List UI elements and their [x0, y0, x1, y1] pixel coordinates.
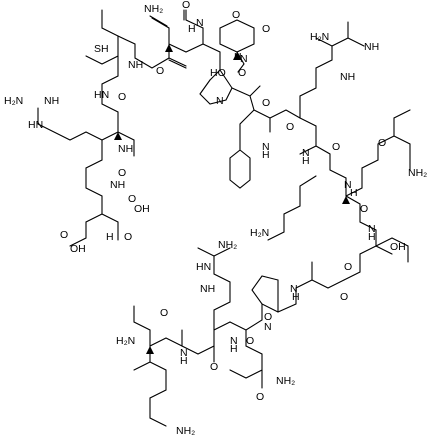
atom-label: O — [246, 335, 254, 347]
wedge-bond — [165, 44, 173, 52]
atom-label: O — [160, 307, 168, 319]
atom-label: NH₂ — [218, 239, 237, 251]
atom-label: O — [118, 91, 126, 103]
atom-label: O — [232, 9, 240, 21]
atom-label: O — [210, 361, 218, 373]
atom-label: O — [182, 0, 190, 11]
atom-label: HN — [28, 119, 43, 131]
atom-label: OH — [134, 203, 150, 215]
atom-label: O — [264, 311, 272, 323]
atom-label: NH₂ — [176, 425, 195, 437]
atom-label: H — [106, 231, 114, 243]
stereo-wedges — [114, 44, 350, 354]
atom-label: H₂N — [250, 227, 269, 239]
wedge-bond — [233, 52, 241, 60]
atom-label: H — [230, 343, 238, 355]
atom-label: NH — [340, 71, 355, 83]
atom-label: N — [216, 95, 224, 107]
atom-label: H — [180, 355, 188, 367]
atom-label: NH₂ — [408, 167, 427, 179]
atom-label: NH — [364, 41, 379, 53]
atom-label: O — [340, 291, 348, 303]
atom-label: O — [128, 193, 136, 205]
atom-label: N — [368, 223, 376, 235]
atom-label: NH₂ — [144, 3, 163, 15]
atom-label: HO — [210, 67, 226, 79]
atom-label: N — [290, 283, 298, 295]
atom-label: N — [240, 53, 248, 65]
atom-label: OH — [390, 241, 406, 253]
atom-label: O — [262, 23, 270, 35]
atom-label: O — [124, 231, 132, 243]
atom-label: H — [350, 187, 358, 199]
atom-label: H — [292, 291, 300, 303]
atom-label: NH — [110, 179, 125, 191]
bond-network — [37, 9, 411, 427]
atom-label: O — [332, 141, 340, 153]
atom-label: H₂N — [116, 335, 135, 347]
atom-label: O — [262, 97, 270, 109]
atom-label: HN — [94, 89, 109, 101]
atom-label: H — [188, 23, 196, 35]
atom-label: OH — [70, 243, 86, 255]
atom-label: H — [302, 155, 310, 167]
atom-label: HN — [196, 261, 211, 273]
atom-labels: NH₂ O N H O O H N SH O NH HO O O HN N O … — [4, 0, 427, 437]
atom-label: O — [286, 121, 294, 133]
atom-label: NH₂ — [276, 375, 295, 387]
atom-label: H₂N — [4, 95, 23, 107]
atom-label: NH — [200, 283, 215, 295]
atom-label: O — [118, 167, 126, 179]
atom-label: N — [230, 335, 238, 347]
atom-label: N — [264, 321, 272, 333]
atom-label: O — [344, 261, 352, 273]
atom-label: N — [196, 17, 204, 29]
atom-label: O — [156, 65, 164, 77]
atom-label: H — [262, 149, 270, 161]
atom-label: N — [344, 179, 352, 191]
atom-label: O — [238, 67, 246, 79]
atom-label: H₂N — [310, 31, 329, 43]
atom-label: O — [60, 229, 68, 241]
atom-label: N — [302, 147, 310, 159]
atom-label: N — [262, 141, 270, 153]
atom-label: NH — [118, 143, 133, 155]
atom-label: NH — [128, 59, 143, 71]
atom-label: O — [256, 391, 264, 403]
wedge-bond — [342, 196, 350, 204]
wedge-bond — [146, 346, 154, 354]
atom-label: N — [180, 347, 188, 359]
atom-label: SH — [94, 43, 109, 55]
atom-label: O — [360, 203, 368, 215]
atom-label: NH — [44, 95, 59, 107]
wedge-bond — [114, 132, 122, 140]
atom-label: H — [368, 231, 376, 243]
atom-label: O — [378, 137, 386, 149]
